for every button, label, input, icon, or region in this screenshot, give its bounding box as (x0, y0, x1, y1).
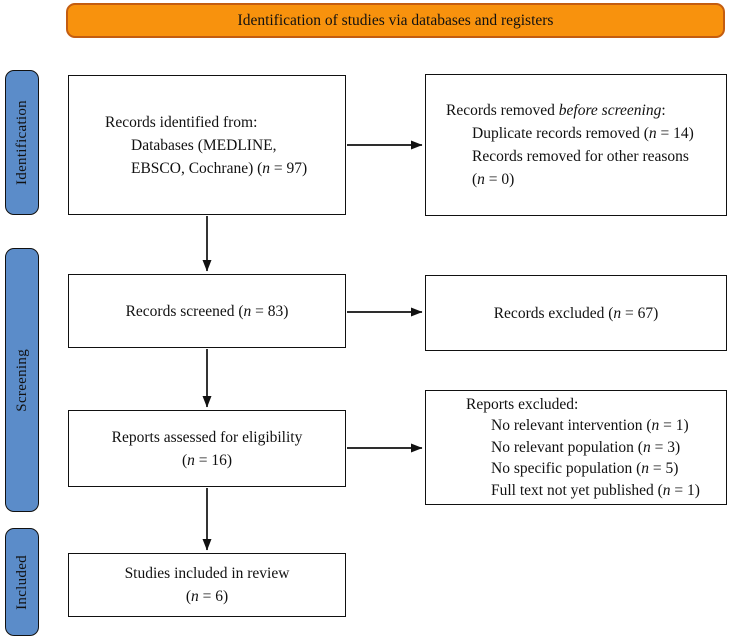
box-studies-included: Studies included in review (n = 6) (68, 553, 346, 617)
box-records-excluded: Records excluded (n = 67) (425, 275, 727, 351)
text-line: Records excluded (n = 67) (493, 304, 659, 322)
box-records-screened: Records screened (n = 83) (68, 274, 346, 348)
box-records-removed: Records removed before screening: Duplica… (425, 74, 727, 216)
text-line: Records removed for other reasons (472, 148, 689, 165)
text-line: (n = 6) (185, 588, 229, 605)
box-reports-excluded: Reports excluded: No relevant interventio… (425, 390, 727, 505)
text-line: No relevant intervention (n = 1) (491, 417, 689, 435)
text-line: Records identified from: (105, 113, 258, 131)
text-line: No specific population (n = 5) (491, 460, 679, 478)
text-line: Reports assessed for eligibility (111, 428, 303, 446)
text-line: Duplicate records removed (n = 14) (472, 125, 694, 142)
banner: Identification of studies via databases … (66, 3, 725, 38)
text-line: Studies included in review (124, 565, 290, 582)
text-line: Records screened (n = 83) (125, 302, 289, 320)
stage-label-screening-text: Screening (13, 348, 30, 412)
text-line: Databases (MEDLINE, (131, 136, 277, 154)
stage-label-identification: Identification (5, 70, 39, 215)
stage-label-included-text: Included (13, 554, 30, 610)
stage-label-identification-text: Identification (13, 99, 30, 185)
stage-label-screening: Screening (5, 248, 39, 512)
text-line: Reports excluded: (466, 395, 579, 413)
text-line: No relevant population (n = 3) (491, 438, 681, 456)
box-reports-assessed: Reports assessed for eligibility (n = 16) (68, 410, 346, 487)
text-line: Records removed before screening: (446, 102, 666, 119)
text-line: (n = 0) (472, 171, 515, 188)
box-records-identified: Records identified from: Databases (MEDLI… (68, 75, 346, 215)
stage-label-included: Included (5, 528, 39, 636)
text-line: (n = 16) (181, 451, 233, 469)
banner-title: Identification of studies via databases … (237, 11, 554, 29)
text-line: EBSCO, Cochrane) (n = 97) (131, 159, 308, 177)
text-line: Full text not yet published (n = 1) (491, 481, 700, 499)
